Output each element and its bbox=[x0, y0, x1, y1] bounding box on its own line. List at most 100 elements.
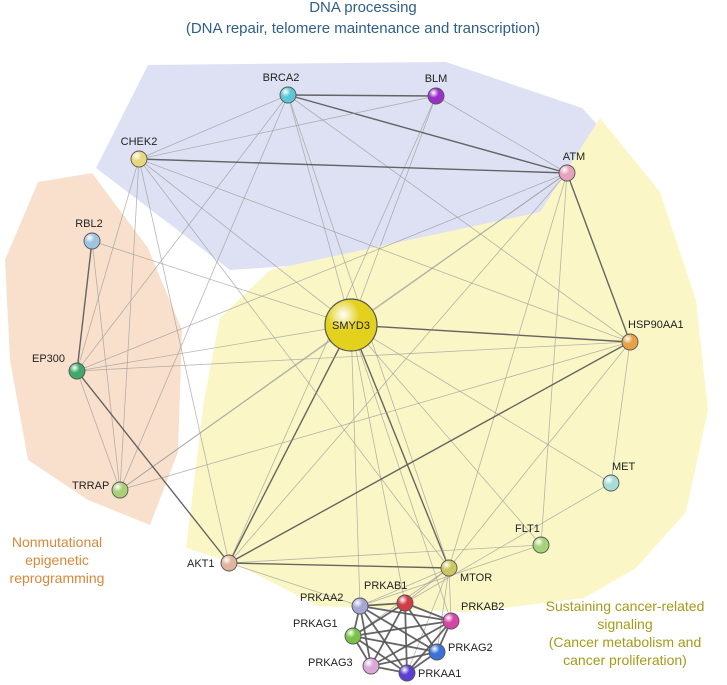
edges-layer bbox=[76, 94, 631, 674]
edge-smyd3-rbl2 bbox=[91, 240, 352, 326]
node-atm[interactable]: ATM bbox=[558, 151, 585, 182]
edge-smyd3-akt1 bbox=[228, 324, 352, 564]
node-prkag1[interactable]: PRKAG1 bbox=[293, 618, 362, 645]
edge-akt1-mtor bbox=[228, 562, 450, 569]
node-blm[interactable]: BLM bbox=[425, 73, 448, 105]
edge-prkab1-prkaa1 bbox=[404, 602, 408, 674]
node-circle-blm[interactable] bbox=[427, 87, 445, 105]
signaling-label-line-4: cancer proliferation) bbox=[563, 652, 687, 668]
node-prkab1[interactable]: PRKAB1 bbox=[364, 580, 414, 612]
node-circle-prkag2[interactable] bbox=[428, 643, 446, 661]
node-smyd3[interactable]: SMYD3 bbox=[324, 298, 378, 352]
edge-atm-flt1 bbox=[540, 172, 568, 546]
node-label-prkab1: PRKAB1 bbox=[364, 580, 407, 592]
node-flt1[interactable]: FLT1 bbox=[515, 523, 550, 554]
node-label-ep300: EP300 bbox=[32, 353, 65, 365]
edge-chek2-mtor bbox=[138, 158, 450, 569]
signaling-label-line-1: Sustaining cancer-related bbox=[546, 598, 705, 614]
node-circle-brca2[interactable] bbox=[279, 86, 297, 104]
node-prkaa2[interactable]: PRKAA2 bbox=[300, 592, 369, 615]
node-label-mtor: MTOR bbox=[460, 572, 492, 584]
edge-rbl2-trrap bbox=[91, 240, 121, 491]
node-chek2[interactable]: CHEK2 bbox=[121, 136, 158, 168]
node-circle-prkaa1[interactable] bbox=[398, 664, 416, 682]
node-prkag3[interactable]: PRKAG3 bbox=[308, 657, 380, 675]
node-circle-smyd3[interactable] bbox=[324, 298, 378, 352]
node-label-akt1: AKT1 bbox=[187, 558, 215, 570]
node-ep300[interactable]: EP300 bbox=[32, 353, 86, 380]
title-line-2: (DNA repair, telomere maintenance and tr… bbox=[186, 20, 540, 37]
node-label-prkag2: PRKAG2 bbox=[448, 642, 493, 654]
node-circle-prkag3[interactable] bbox=[362, 657, 380, 675]
edge-chek2-atm bbox=[138, 158, 568, 174]
edge-ep300-hsp90aa1 bbox=[76, 341, 631, 372]
edge-prkab2-prkaa1 bbox=[406, 620, 452, 674]
node-prkaa1[interactable]: PRKAA1 bbox=[398, 664, 461, 682]
node-rbl2[interactable]: RBL2 bbox=[75, 218, 103, 250]
edge-prkab1-prkag3 bbox=[370, 602, 406, 667]
node-mtor[interactable]: MTOR bbox=[440, 559, 492, 584]
edge-smyd3-met bbox=[350, 324, 612, 484]
node-trrap[interactable]: TRRAP bbox=[72, 480, 129, 499]
edge-smyd3-prkab1 bbox=[350, 324, 406, 604]
node-prkag2[interactable]: PRKAG2 bbox=[428, 642, 493, 661]
node-circle-hsp90aa1[interactable] bbox=[621, 333, 639, 351]
edge-brca2-trrap bbox=[119, 94, 289, 491]
edge-blm-chek2 bbox=[138, 95, 437, 160]
edge-hsp90aa1-akt1 bbox=[228, 341, 631, 564]
edge-chek2-akt1 bbox=[138, 158, 230, 564]
epigenetic-label-line-3: reprogramming bbox=[10, 570, 105, 586]
node-circle-ep300[interactable] bbox=[68, 362, 86, 380]
node-label-blm: BLM bbox=[425, 73, 448, 85]
edge-akt1-prkaa2 bbox=[228, 562, 361, 607]
edge-prkag1-prkag2 bbox=[352, 635, 438, 653]
edge-smyd3-ep300 bbox=[76, 324, 352, 372]
edge-prkag2-prkag3 bbox=[370, 651, 438, 667]
edge-smyd3-flt1 bbox=[350, 324, 542, 546]
node-hsp90aa1[interactable]: HSP90AA1 bbox=[621, 319, 684, 351]
node-label-brca2: BRCA2 bbox=[263, 72, 300, 84]
node-label-smyd3: SMYD3 bbox=[332, 320, 370, 332]
edge-atm-hsp90aa1 bbox=[566, 172, 631, 343]
node-circle-atm[interactable] bbox=[558, 164, 576, 182]
edge-flt1-akt1 bbox=[228, 544, 542, 564]
edge-chek2-trrap bbox=[119, 158, 140, 491]
node-circle-prkag1[interactable] bbox=[344, 627, 362, 645]
node-label-prkag3: PRKAG3 bbox=[308, 657, 353, 669]
edge-atm-mtor bbox=[448, 172, 568, 569]
node-label-met: MET bbox=[612, 461, 636, 473]
node-brca2[interactable]: BRCA2 bbox=[263, 72, 300, 104]
node-prkab2[interactable]: PRKAB2 bbox=[442, 601, 504, 630]
node-circle-rbl2[interactable] bbox=[83, 232, 101, 250]
node-label-prkaa2: PRKAA2 bbox=[300, 592, 343, 604]
node-met[interactable]: MET bbox=[602, 461, 636, 492]
node-circle-met[interactable] bbox=[602, 474, 620, 492]
edge-prkag1-prkaa1 bbox=[352, 635, 408, 674]
node-label-trrap: TRRAP bbox=[72, 480, 109, 492]
edge-atm-akt1 bbox=[228, 172, 568, 564]
edge-smyd3-brca2 bbox=[287, 94, 352, 326]
node-circle-prkab2[interactable] bbox=[442, 612, 460, 630]
node-circle-prkaa2[interactable] bbox=[351, 597, 369, 615]
node-circle-prkab1[interactable] bbox=[396, 594, 414, 612]
node-circle-chek2[interactable] bbox=[130, 150, 148, 168]
node-akt1[interactable]: AKT1 bbox=[187, 554, 238, 572]
edge-smyd3-prkaa2 bbox=[350, 324, 361, 607]
edge-mtor-prkag2 bbox=[436, 567, 450, 653]
edge-prkab1-prkag1 bbox=[352, 602, 406, 637]
node-label-hsp90aa1: HSP90AA1 bbox=[628, 319, 684, 331]
node-circle-flt1[interactable] bbox=[532, 536, 550, 554]
edge-prkaa2-prkaa1 bbox=[359, 605, 408, 674]
edge-rbl2-ep300 bbox=[76, 240, 93, 372]
edge-blm-atm bbox=[435, 95, 568, 174]
edge-smyd3-blm bbox=[350, 95, 437, 326]
node-label-prkab2: PRKAB2 bbox=[461, 601, 504, 613]
edge-brca2-hsp90aa1 bbox=[287, 94, 631, 343]
node-circle-akt1[interactable] bbox=[220, 554, 238, 572]
edge-smyd3-chek2 bbox=[138, 158, 352, 326]
edge-prkab2-prkag1 bbox=[352, 620, 452, 637]
edge-chek2-hsp90aa1 bbox=[138, 158, 631, 343]
node-circle-trrap[interactable] bbox=[111, 481, 129, 499]
node-circle-mtor[interactable] bbox=[440, 559, 458, 577]
